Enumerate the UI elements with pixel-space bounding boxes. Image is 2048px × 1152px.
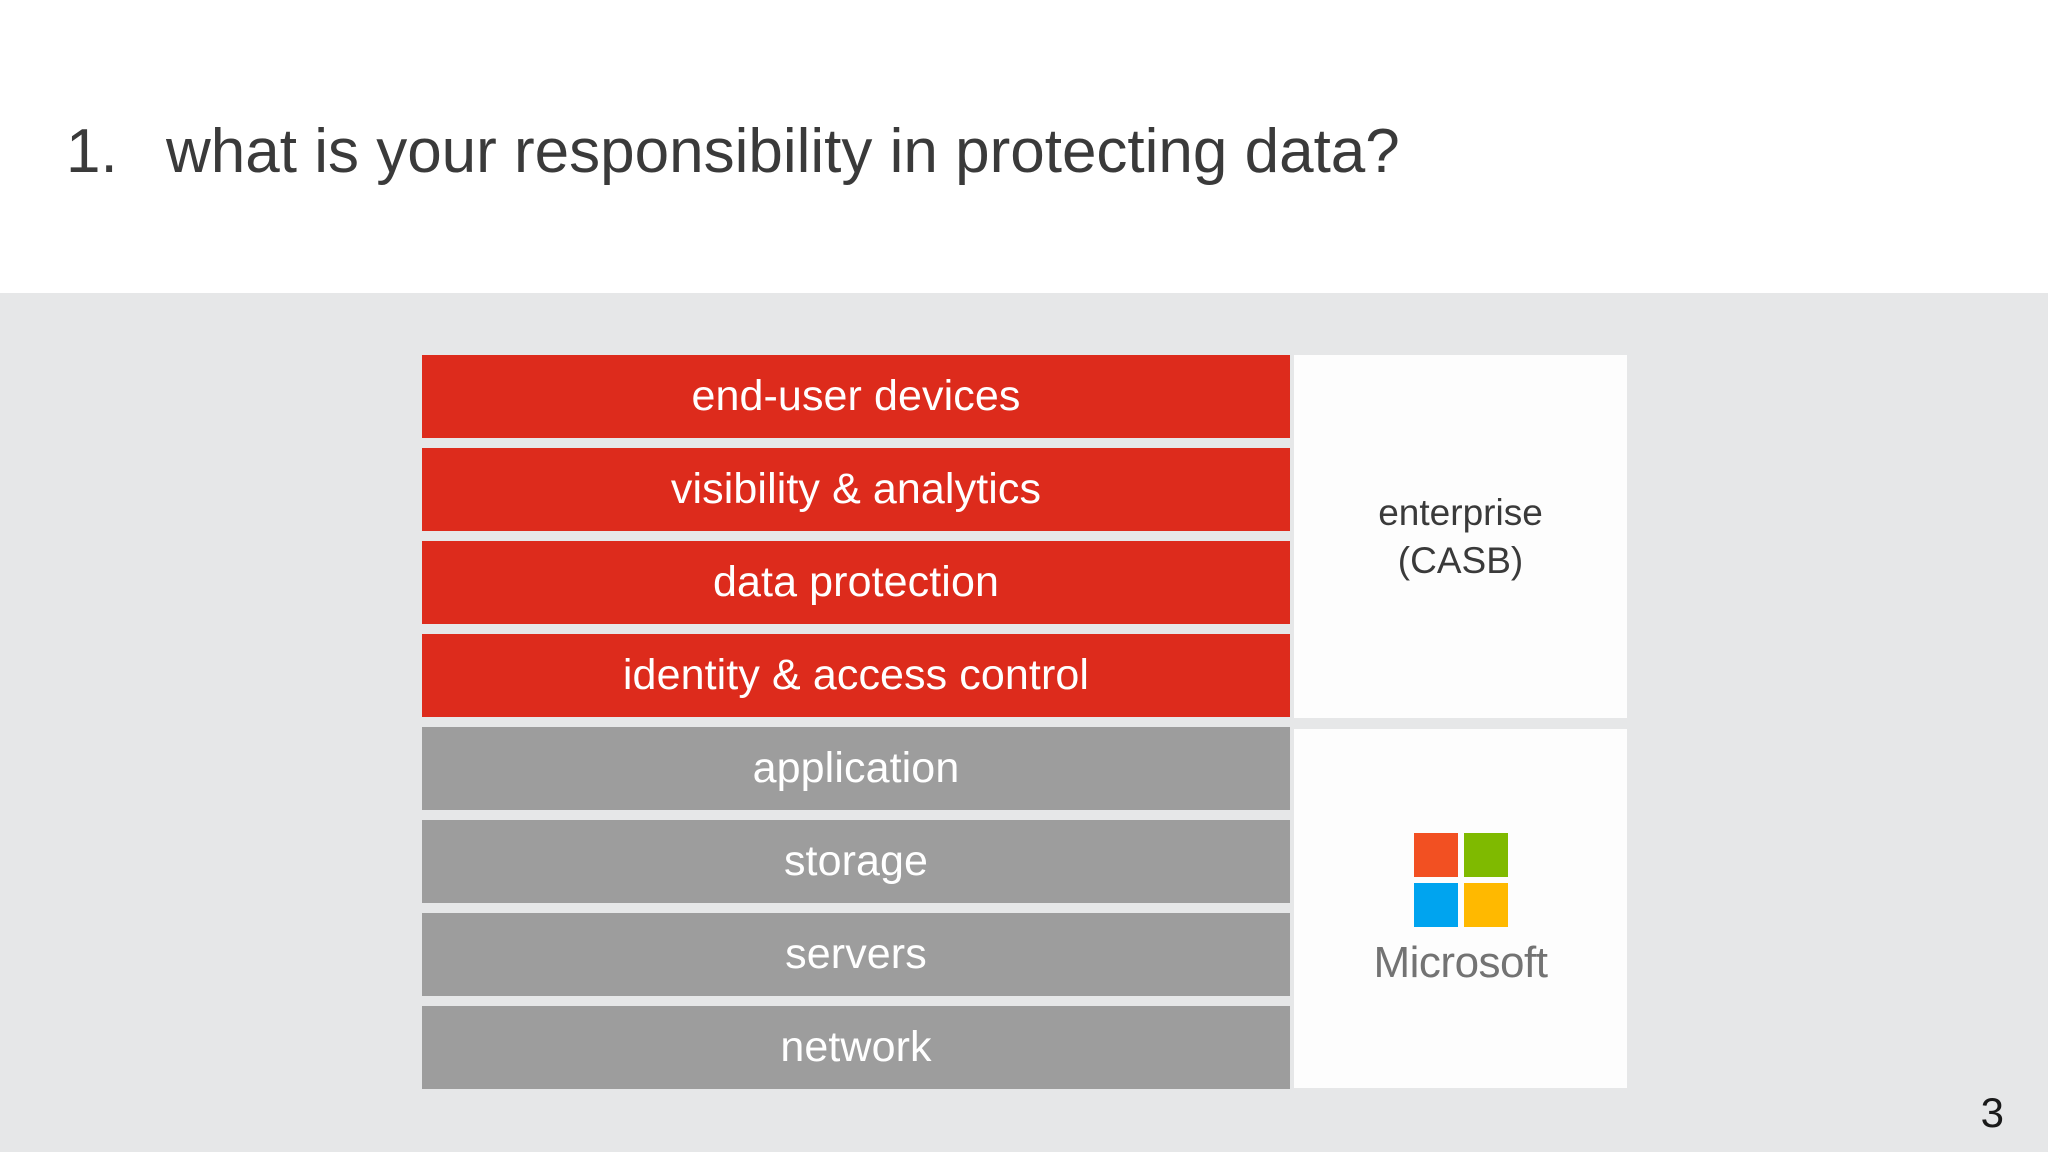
page-number: 3: [1980, 1089, 2004, 1136]
title-text: what is your responsibility in protectin…: [166, 117, 1400, 186]
title-list-number: 1.: [66, 117, 118, 186]
casb-label-line1: enterprise: [1378, 492, 1543, 534]
responsibility-stack: end-user devices visibility & analytics …: [422, 355, 1290, 1089]
ms-square-green-icon: [1463, 832, 1508, 877]
layer-bar-servers[interactable]: servers: [422, 913, 1290, 996]
layer-bar-application[interactable]: application: [422, 727, 1290, 810]
title-band: [0, 0, 2048, 293]
layer-bar-identity-access-control[interactable]: identity & access control: [422, 634, 1290, 717]
ms-square-red-icon: [1413, 832, 1458, 877]
ms-square-yellow-icon: [1463, 882, 1508, 927]
page-title: 1. what is your responsibility in protec…: [66, 117, 1400, 186]
microsoft-wordmark: Microsoft: [1373, 937, 1548, 987]
layer-bar-visibility-analytics[interactable]: visibility & analytics: [422, 448, 1290, 531]
microsoft-logo-icon: [1413, 832, 1508, 927]
casb-label: enterprise (CASB): [1378, 489, 1543, 584]
layer-bar-network[interactable]: network: [422, 1006, 1290, 1089]
casb-label-line2: (CASB): [1397, 539, 1524, 581]
layer-bar-storage[interactable]: storage: [422, 820, 1290, 903]
layer-bar-end-user-devices[interactable]: end-user devices: [422, 355, 1290, 438]
ms-square-blue-icon: [1413, 882, 1458, 927]
panel-enterprise-casb: enterprise (CASB): [1294, 355, 1627, 718]
panel-microsoft: Microsoft: [1294, 729, 1627, 1088]
layer-bar-data-protection[interactable]: data protection: [422, 541, 1290, 624]
